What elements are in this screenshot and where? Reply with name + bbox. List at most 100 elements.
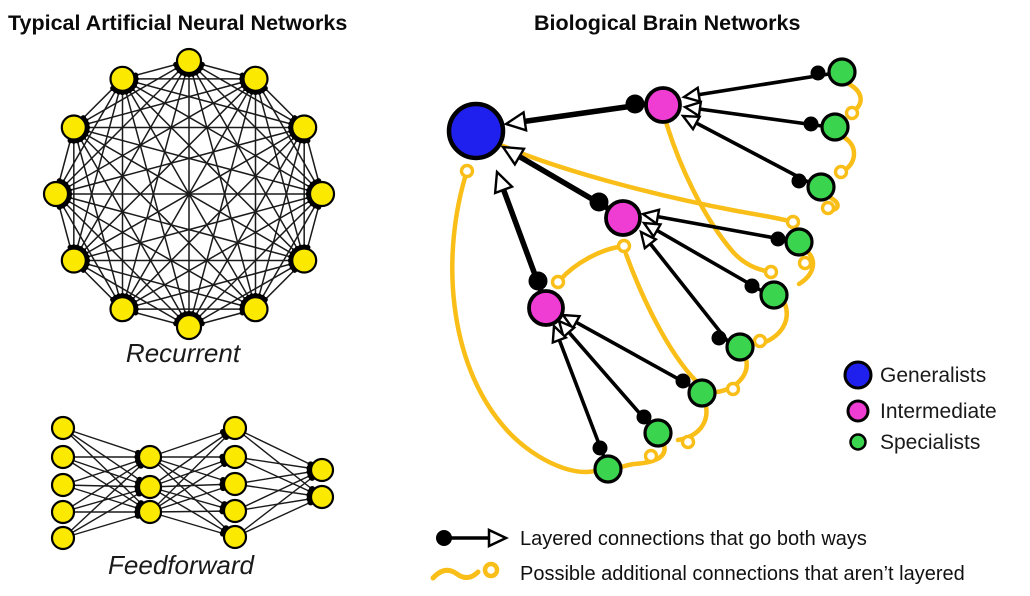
gold-connection-specialist-7-8-link <box>675 403 709 443</box>
layered-edge-source-dot <box>528 271 548 291</box>
connection-key: Layered connections that go both ways Po… <box>430 528 965 585</box>
feedforward-neuron <box>50 472 76 498</box>
intermediate-3-node <box>527 289 565 327</box>
generalist-legend-icon <box>843 360 873 390</box>
gold-connection-endpoint-ring <box>763 264 779 280</box>
recurrent-neuron <box>109 296 136 323</box>
feedforward-neuron <box>137 444 163 470</box>
specialist-8-node <box>643 418 673 448</box>
intermediate-legend-icon <box>846 399 870 423</box>
gold-connection-endpoint-ring <box>844 105 860 121</box>
feedforward-edge <box>149 427 236 488</box>
specialist-6-node <box>725 332 755 362</box>
gold-connection-endpoint-ring <box>752 333 768 349</box>
intermediate-legend-label: Intermediate <box>880 400 997 423</box>
feedforward-edge <box>149 427 236 513</box>
feedforward-neuron <box>222 471 248 497</box>
gold-connection-intermediate-3-to-intermediate-2 <box>557 244 621 283</box>
layered-edge-open-arrowhead <box>641 221 663 239</box>
layered-edge <box>654 227 763 293</box>
layered-edge <box>655 214 787 242</box>
layered-edge-source-dot <box>625 94 645 114</box>
recurrent-edge <box>121 78 257 310</box>
generalist-node <box>446 101 506 161</box>
layered-edge <box>696 72 830 97</box>
gold-connection-endpoint-ring <box>459 163 475 179</box>
recurrent-edge <box>121 60 190 310</box>
layered-edge-source-dot <box>803 116 819 132</box>
specialist-legend-icon <box>849 433 867 451</box>
recurrent-edge <box>122 78 305 129</box>
feedforward-neuron <box>50 415 76 441</box>
recurrent-edge <box>73 127 190 328</box>
specialist-3-node <box>806 172 836 202</box>
gold-connection-intermediate-2-to-specialist-7 <box>623 251 699 384</box>
biological-network <box>446 57 863 484</box>
recurrent-neuron <box>242 65 269 92</box>
layered-edge-source-dot <box>744 278 760 294</box>
feedforward-neuron <box>50 444 76 470</box>
unlayered-connection-squiggle-icon <box>430 567 481 581</box>
right-panel-title: Biological Brain Networks <box>534 11 800 35</box>
feedforward-edge <box>62 456 151 539</box>
gold-connection-endpoint-ring <box>785 214 801 230</box>
recurrent-neuron <box>291 247 318 274</box>
specialist-4-node <box>784 227 814 257</box>
feedforward-neuron <box>222 415 248 441</box>
recurrent-neuron <box>242 296 269 323</box>
layered-edge-open-arrowhead <box>682 100 703 119</box>
recurrent-neuron <box>291 114 318 141</box>
recurrent-neuron <box>109 65 136 92</box>
layered-edge <box>693 120 811 185</box>
layered-edge <box>566 329 651 426</box>
recurrent-edge <box>55 193 256 310</box>
feedforward-edge <box>234 427 323 498</box>
recurrent-edge <box>55 126 305 195</box>
gold-connection-endpoint-ring <box>820 200 836 216</box>
gold-connection-endpoint-ring <box>725 381 741 397</box>
layered-edge-open-arrowhead <box>560 313 582 331</box>
recurrent-edge <box>55 193 124 310</box>
recurrent-edge <box>188 78 257 328</box>
layered-edge-open-arrowhead <box>493 169 515 195</box>
layered-edge-open-arrowhead <box>640 208 661 226</box>
feedforward-edge <box>234 469 323 538</box>
feedforward-neuron <box>137 474 163 500</box>
layered-edge-source-dot <box>711 330 727 346</box>
feedforward-edge <box>62 486 151 539</box>
gold-connection-specialist-2-3-link <box>842 135 857 173</box>
layered-edge-source-dot <box>636 409 652 425</box>
specialist-2-node <box>820 112 850 142</box>
feedforward-edge <box>149 456 236 538</box>
gold-connection-endpoint-ring <box>680 434 696 450</box>
layered-edge <box>573 319 692 388</box>
recurrent-edge <box>122 78 323 195</box>
feedforward-edge <box>234 427 323 471</box>
unlayered-connection-label: Possible additional connections that are… <box>520 563 965 585</box>
feedforward-edge <box>62 456 151 513</box>
layered-edge-source-dot <box>592 440 608 456</box>
gold-connection-generalist-to-specialist-4 <box>500 143 792 224</box>
recurrent-edge <box>121 78 305 262</box>
layered-edge <box>556 337 606 458</box>
feedforward-neuron <box>222 524 248 550</box>
recurrent-neuron <box>175 47 203 75</box>
left-panel-title: Typical Artificial Neural Networks <box>8 11 347 35</box>
recurrent-edge <box>188 60 257 310</box>
layered-edge-open-arrowhead <box>503 110 528 132</box>
feedforward-neuron <box>137 499 163 525</box>
layered-edge-open-arrowhead <box>681 85 702 104</box>
gold-connection-endpoint-ring <box>797 255 813 271</box>
recurrent-edge <box>55 78 124 195</box>
layered-edge-open-arrowhead <box>551 323 569 345</box>
feedforward-neuron <box>50 499 76 525</box>
layered-connection-arrow-icon <box>487 528 509 548</box>
layered-edge-open-arrowhead <box>680 114 702 132</box>
recurrent-neuron <box>42 180 70 208</box>
gold-connection-endpoint-ring <box>550 274 566 290</box>
gold-connection-generalist-to-specialist-9-loop <box>450 168 601 475</box>
layered-edge-open-arrowhead <box>500 145 526 167</box>
recurrent-edge <box>55 193 305 262</box>
recurrent-neuron <box>60 247 87 274</box>
